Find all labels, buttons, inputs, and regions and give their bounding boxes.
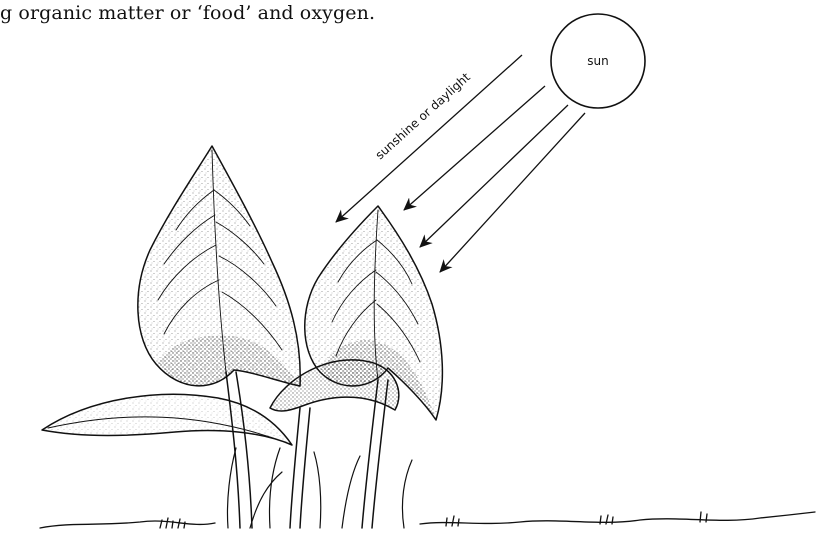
light-label: sunshine or daylight <box>373 70 473 162</box>
sun-label: sun <box>587 54 608 68</box>
grass-icon <box>40 512 815 528</box>
ray-arrow <box>440 113 585 272</box>
ray-arrow <box>336 55 522 222</box>
low-left-leaf <box>42 394 292 445</box>
sun-icon: sun <box>551 14 645 108</box>
plant-icon <box>42 146 442 528</box>
